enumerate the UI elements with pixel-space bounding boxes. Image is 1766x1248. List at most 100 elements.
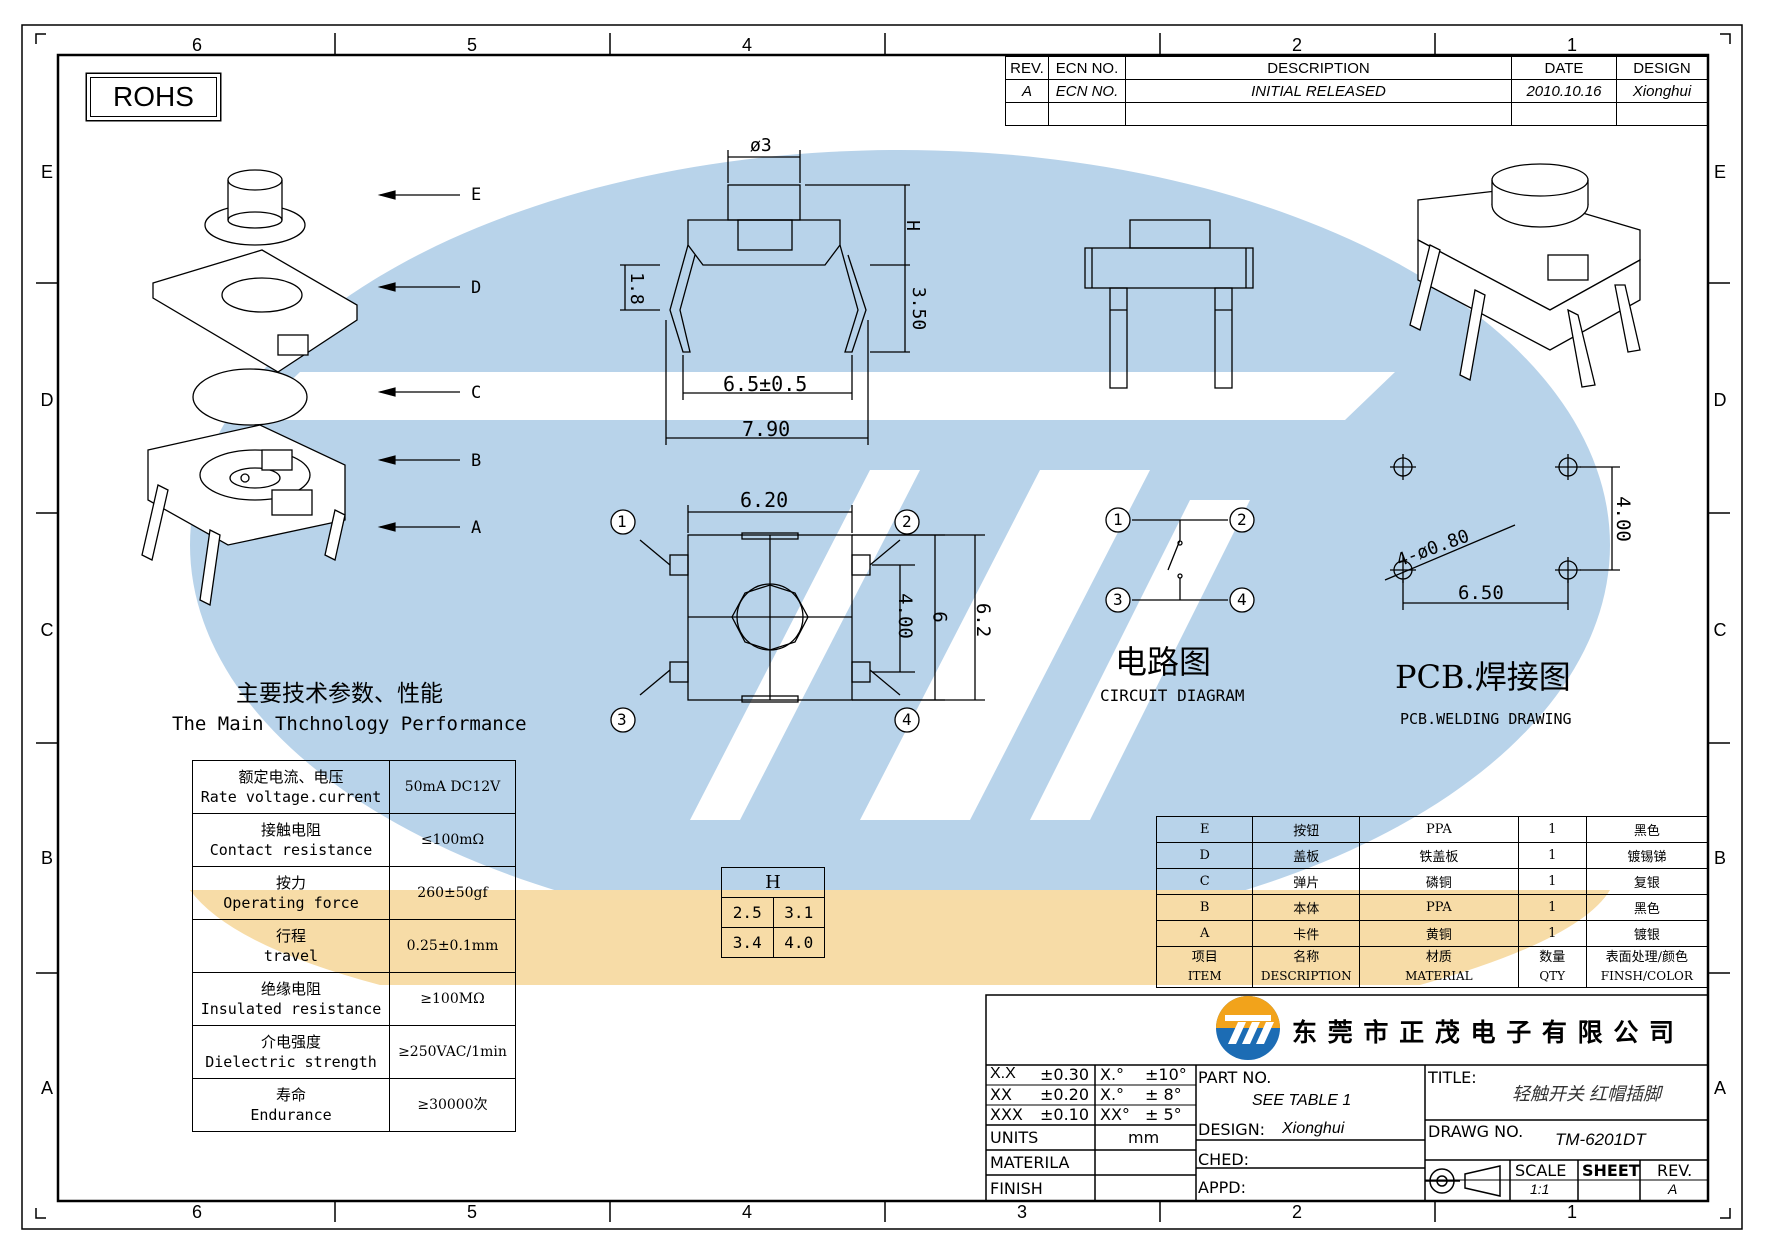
- zone-row-label: B: [1713, 848, 1726, 868]
- zone-col-label: 6: [191, 35, 202, 55]
- drawg-label: DRAWG NO.: [1428, 1122, 1524, 1141]
- zone-row-label: A: [40, 1078, 53, 1098]
- rev-value: A: [1668, 1181, 1678, 1197]
- height-cell: 2.5: [721, 897, 774, 928]
- dim-7-90: 7.90: [742, 417, 791, 441]
- spec-value: 50mA DC12V: [389, 760, 516, 814]
- circuit-diagram: [1105, 507, 1255, 613]
- part-label-c: C: [471, 383, 482, 403]
- bom-cell: 弹片: [1252, 868, 1361, 895]
- bom-cell: PPA: [1359, 894, 1519, 921]
- part-label-b: B: [471, 451, 482, 471]
- description-header: DESCRIPTION: [1125, 56, 1512, 80]
- pin-label: 4: [902, 710, 912, 729]
- zone-row-label: D: [40, 390, 54, 410]
- bom-cell: 黑色: [1585, 816, 1709, 843]
- circuit-pin: 3: [1113, 590, 1123, 609]
- sheet-label: SHEET: [1582, 1161, 1640, 1180]
- zone-row-label: C: [40, 620, 54, 640]
- circuit-pin: 2: [1237, 510, 1247, 529]
- bom-cell: 复银: [1585, 868, 1709, 895]
- circuit-title-cn: 电路图: [1115, 643, 1212, 681]
- bom-cell: A: [1155, 920, 1254, 947]
- rohs-badge: ROHS: [90, 77, 217, 117]
- dim-1-8: 1.8: [625, 272, 647, 305]
- spec-param-cn: 绝缘电阻: [260, 980, 321, 998]
- bom-header-cn: 名称: [1293, 950, 1320, 965]
- bom-header-en: QTY: [1539, 969, 1566, 983]
- spec-param-en: Insulated resistance: [200, 1000, 382, 1018]
- bom-cell: 镀银: [1585, 920, 1709, 947]
- dim-6-20: 6.20: [740, 488, 789, 512]
- spec-value: ≥250VAC/1min: [389, 1025, 516, 1079]
- spec-title-en: The Main Thchnology Performance: [172, 713, 527, 735]
- bom-header-cn: 项目: [1191, 950, 1218, 965]
- bom-cell: E: [1155, 816, 1254, 843]
- pcb-title-cn: PCB.焊接图: [1395, 658, 1571, 696]
- bom-cell: C: [1155, 868, 1254, 895]
- front-view: [620, 150, 910, 445]
- drawg-value: TM-6201DT: [1555, 1130, 1646, 1149]
- tol-ang-val: ± 5°: [1145, 1105, 1182, 1124]
- bom-cell: 1: [1517, 816, 1587, 843]
- exploded-view: [141, 169, 358, 606]
- units-label: UNITS: [990, 1128, 1039, 1147]
- ecn-header: ECN NO.: [1048, 56, 1126, 80]
- zone-row-label: E: [1713, 162, 1726, 182]
- height-cell: 3.4: [721, 927, 774, 958]
- pin-label: 2: [902, 512, 912, 531]
- bom-cell: 磷铜: [1359, 868, 1519, 895]
- zone-row-label: D: [1713, 390, 1727, 410]
- tol-row: XX: [990, 1085, 1012, 1104]
- circuit-pin: 1: [1113, 510, 1123, 529]
- bom-header-en: FINSH/COLOR: [1600, 969, 1693, 983]
- height-cell: 3.1: [772, 897, 825, 928]
- part-no-value: SEE TABLE 1: [1252, 1092, 1352, 1109]
- tol-ang: X.°: [1100, 1085, 1125, 1104]
- zone-col-label: 2: [1291, 1202, 1302, 1222]
- design-header: DESIGN: [1616, 56, 1708, 80]
- title-value: 轻触开关 红帽插脚: [1512, 1084, 1662, 1104]
- spec-param-cn: 额定电流、电压: [238, 768, 344, 786]
- tol-val: ±0.30: [1040, 1065, 1090, 1084]
- part-label-a: A: [471, 518, 482, 538]
- appd-label: APPD:: [1198, 1178, 1246, 1197]
- height-cell: 4.0: [772, 927, 825, 958]
- spec-param-en: Dielectric strength: [205, 1053, 377, 1071]
- tol-ang: X.°: [1100, 1065, 1125, 1084]
- spec-value: ≤100mΩ: [389, 813, 516, 867]
- date-value: 2010.10.16: [1511, 79, 1617, 103]
- spec-value: ≥30000次: [389, 1078, 516, 1132]
- spec-title-cn: 主要技术参数、性能: [236, 681, 443, 707]
- zone-col-label: 1: [1566, 35, 1577, 55]
- part-label-d: D: [471, 278, 482, 298]
- company-logo: [1216, 996, 1280, 1060]
- zone-row-label: A: [1713, 1078, 1726, 1098]
- tol-ang: XX°: [1100, 1105, 1130, 1124]
- design-value: Xionghui: [1616, 79, 1708, 103]
- finish-label: FINISH: [990, 1179, 1043, 1198]
- zone-row-label: B: [40, 848, 53, 868]
- bom-cell: 1: [1517, 868, 1587, 895]
- bom-cell: PPA: [1359, 816, 1519, 843]
- zone-row-label: E: [40, 162, 53, 182]
- bom-cell: 铁盖板: [1359, 842, 1519, 869]
